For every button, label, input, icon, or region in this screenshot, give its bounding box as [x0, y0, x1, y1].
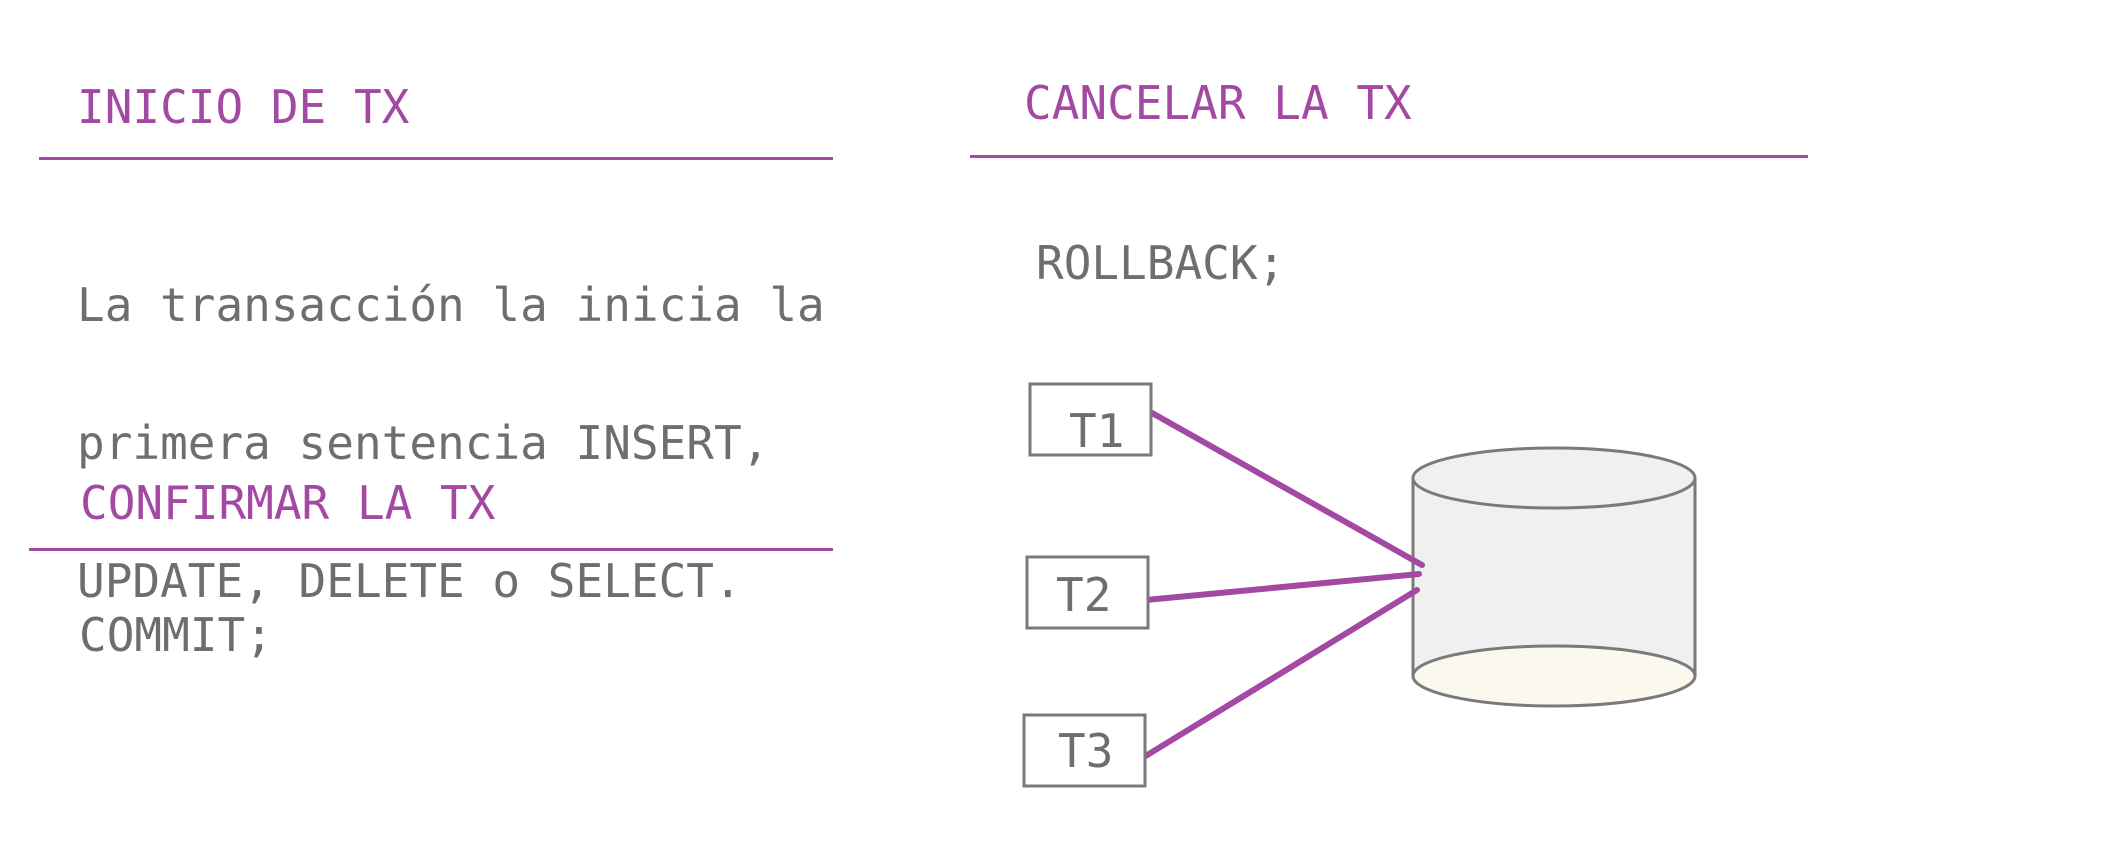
inicio-line-3: UPDATE, DELETE o SELECT.: [77, 554, 742, 608]
transaction-box-t2: T2: [1025, 555, 1150, 630]
inicio-line-1: La transacción la inicia la: [77, 278, 825, 332]
divider-cancelar: [970, 155, 1808, 158]
transaction-box-t3: T3: [1022, 713, 1147, 788]
database-top: [1411, 446, 1697, 510]
database-base: [1411, 644, 1697, 708]
connector-t2: [1143, 571, 1422, 603]
divider-inicio: [39, 157, 833, 160]
connector-t3: [1141, 587, 1420, 760]
section-title-cancelar: CANCELAR LA TX: [1024, 76, 1412, 130]
commit-statement: COMMIT;: [79, 608, 273, 662]
database-icon: [1411, 446, 1697, 708]
rollback-statement: ROLLBACK;: [1036, 236, 1286, 290]
section-title-confirmar: CONFIRMAR LA TX: [80, 476, 496, 530]
transaction-label-t3: T3: [1058, 724, 1113, 778]
connector-t1: [1142, 406, 1425, 568]
transaction-box-t1: T1: [1028, 382, 1153, 458]
divider-confirmar: [29, 548, 833, 551]
transaction-label-t1: T1: [1069, 404, 1124, 458]
inicio-line-2: primera sentencia INSERT,: [77, 416, 770, 470]
database-body: [1413, 478, 1695, 676]
inicio-description: La transacción la inicia la primera sent…: [77, 202, 825, 685]
section-title-inicio: INICIO DE TX: [77, 80, 410, 134]
transaction-label-t2: T2: [1056, 568, 1111, 622]
